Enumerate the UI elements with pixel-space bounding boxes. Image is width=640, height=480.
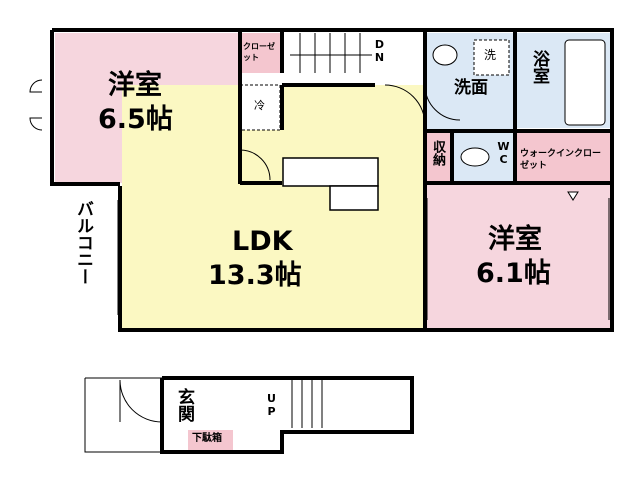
washing-machine-space [473,39,510,76]
toilet-bowl [460,147,490,167]
shoe-box-label: 下駄箱 [192,433,222,444]
stairs-down-lines [290,33,372,73]
washroom-label: 洗面 [454,78,488,98]
storage-area [427,133,452,181]
bathtub [564,39,606,126]
closet-label: クローゼット [243,42,275,62]
closet-area [240,33,280,73]
fridge-label: 冷 [254,99,265,112]
stairs-down-label: DN [373,38,386,64]
toilet-label: WC [497,140,510,166]
stairs-up-label: UP [265,392,278,418]
kitchen-counter-lower [329,185,379,211]
shoe-box-area [188,430,233,450]
walk-in-closet-area [517,133,610,181]
fridge-space [239,84,281,131]
western-room-2-name: 洋室 [488,224,542,255]
storage-label: 収納 [430,140,445,166]
western-room-1-size: 6.5帖 [98,104,173,135]
windows [117,198,610,320]
walk-in-closet-label: ウォークインクローゼット [520,149,602,171]
western-room-2-size: 6.1帖 [476,258,551,289]
walls [50,28,614,332]
stairs-up [282,380,332,428]
doors [29,79,461,181]
stairs-down [283,33,373,73]
balcony-area [50,186,118,328]
bathroom-label: 浴室 [529,50,549,84]
closet-door-marker [567,191,579,201]
ldk-name: LDK [232,226,293,257]
balcony-label: バルコニー [73,200,93,285]
western-room-2-area [427,183,610,328]
kitchen-counter [282,157,379,187]
washbasin [432,44,458,66]
western-room-1-name: 洋室 [108,70,162,101]
washing-machine-label: 洗 [484,48,497,62]
entrance-label: 玄関 [174,388,194,422]
entrance-floor [84,376,414,454]
ldk-size: 13.3帖 [208,260,302,291]
